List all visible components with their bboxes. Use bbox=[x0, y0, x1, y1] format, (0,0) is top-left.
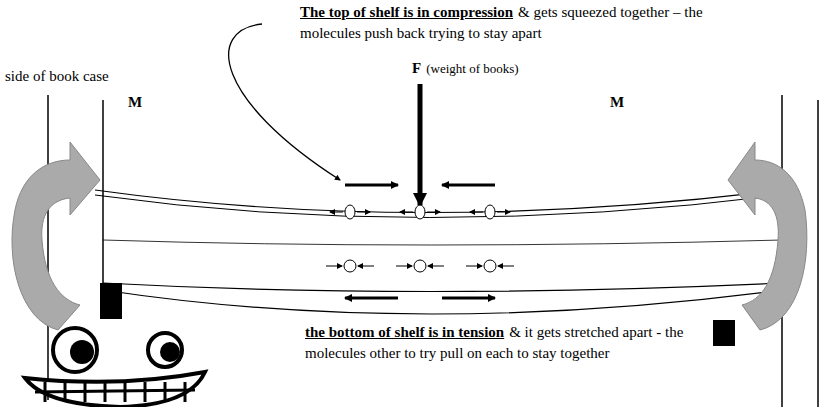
compression-heading: The top of shelf is in compression bbox=[300, 4, 513, 20]
pull-arrow bbox=[326, 266, 342, 267]
tension-heading: the bottom of shelf is in tension bbox=[305, 324, 504, 340]
tooth bbox=[35, 390, 195, 392]
molecule bbox=[345, 205, 355, 219]
text-block: The top of shelf is in compression& gets… bbox=[300, 2, 705, 44]
push-arrow bbox=[330, 212, 343, 213]
push-arrow bbox=[357, 212, 370, 213]
force-label: (weight of books) bbox=[426, 61, 518, 76]
molecule bbox=[414, 260, 426, 272]
pull-arrow bbox=[396, 266, 412, 267]
push-arrow bbox=[470, 212, 483, 213]
text-block: M bbox=[128, 92, 142, 113]
tooth bbox=[164, 382, 167, 402]
tooth bbox=[184, 382, 187, 402]
pull-arrow bbox=[466, 266, 482, 267]
molecule bbox=[344, 260, 356, 272]
moment-label: M bbox=[610, 94, 624, 110]
text-block: side of book case bbox=[5, 66, 109, 87]
molecule bbox=[485, 205, 495, 219]
push-arrow bbox=[427, 212, 440, 213]
pull-arrow bbox=[498, 266, 514, 267]
pull-arrow bbox=[358, 266, 374, 267]
text-block: M bbox=[610, 92, 624, 113]
text-block: the bottom of shelf is in tension& it ge… bbox=[305, 322, 685, 364]
push-arrow bbox=[400, 212, 413, 213]
push-arrow bbox=[497, 212, 510, 213]
side-label: side of book case bbox=[5, 68, 109, 84]
text-block: F (weight of books) bbox=[412, 58, 519, 79]
moment-label: M bbox=[128, 94, 142, 110]
molecule bbox=[415, 205, 425, 219]
pull-arrow bbox=[428, 266, 444, 267]
molecule bbox=[484, 260, 496, 272]
force-symbol: F bbox=[412, 60, 421, 76]
